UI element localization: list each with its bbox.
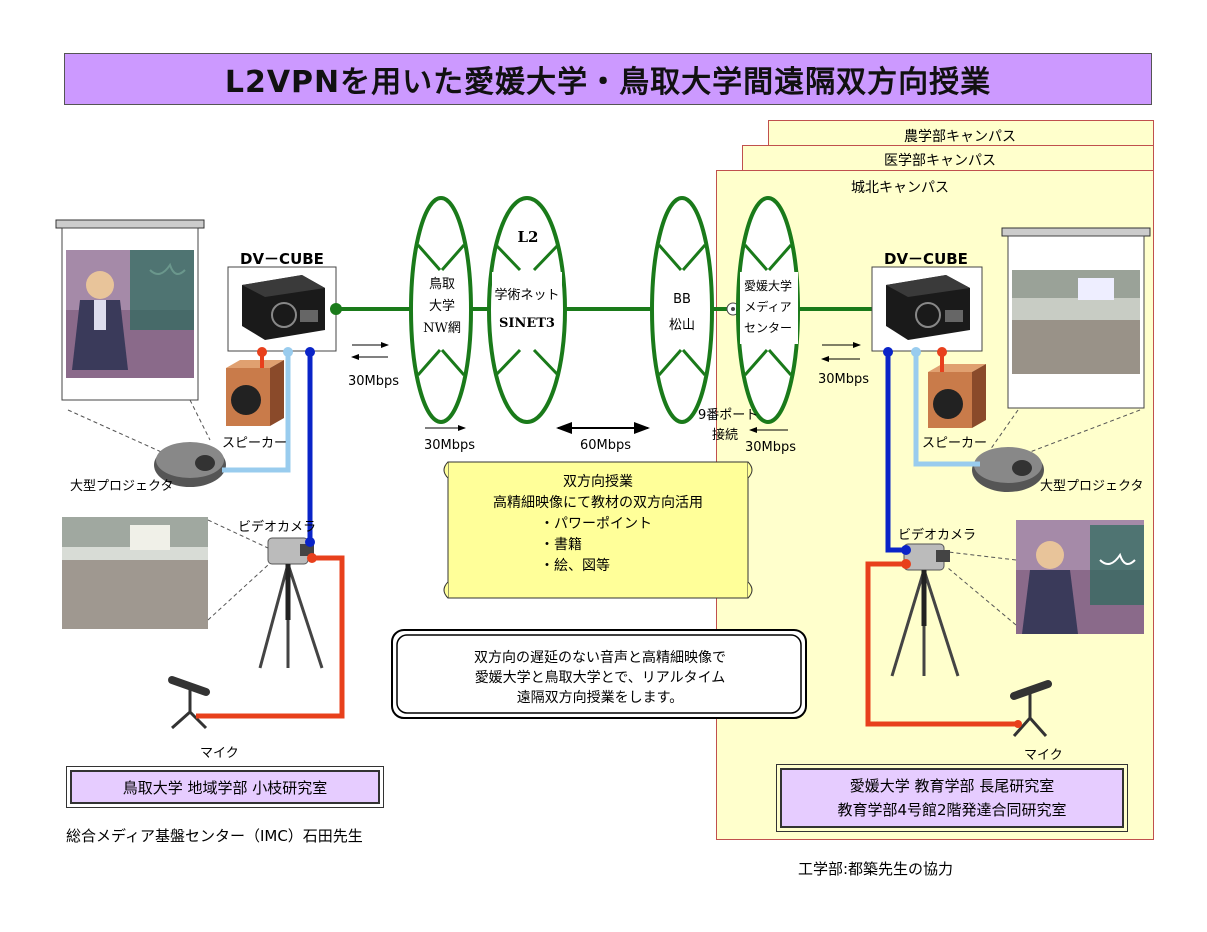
right-lab-line1: 愛媛大学 教育学部 長尾研究室 [849,777,1055,795]
bw-middle-label: 60Mbps [580,438,632,453]
sinet-label-line2: SINET3 [499,316,555,331]
tottori-nw-line1: 鳥取 [428,277,455,292]
right-speaker-device [928,364,986,428]
message-line1: 双方向の遅延のない音声と高精細映像で [474,650,726,666]
info-item: ・絵、図等 [540,558,610,574]
left-bandwidth-label: 30Mbps [348,374,400,389]
sinet-label-line1: 学術ネット [494,288,560,303]
info-subheading: 高精細映像にて教材の双方向活用 [493,495,703,511]
tottori-nw-label: 鳥取 大学 NW網 [420,274,464,340]
info-item: ・書籍 [540,537,582,553]
info-box-shape [443,461,753,599]
tottori-nw-line2: 大学 [428,299,455,314]
campus-label-johoku: 城北キャンパス [851,180,949,196]
left-mic-label: マイク [200,746,239,761]
right-microphone [1010,680,1052,737]
left-microphone [168,676,210,730]
message-line2: 愛媛大学と鳥取大学とで、リアルタイム [474,670,726,686]
campus-label-med: 医学部キャンパス [884,153,996,169]
l2-label: L2 [517,228,539,246]
bb-label-line1: BB [673,292,691,307]
info-box: 双方向授業 高精細映像にて教材の双方向活用 ・パワーポイント ・書籍 ・絵、図等 [452,472,744,577]
right-screen [1001,227,1151,409]
left-camera-tripod [258,537,324,669]
left-credit: 総合メディア基盤センター（IMC）石田先生 [66,827,363,845]
campus-label-agri: 農学部キャンパス [904,129,1016,145]
right-dvcube-label: DV－CUBE [884,250,968,268]
right-lecturer-photo [1016,520,1144,634]
right-speaker-label: スピーカー [922,436,988,451]
left-lab-label: 鳥取大学 地域学部 小枝研究室 [122,778,328,797]
right-credit: 工学部:都築先生の協力 [798,860,954,878]
left-projector-label: 大型プロジェクタ [70,479,174,494]
left-speaker-label: スピーカー [222,436,288,451]
left-lab-box: 鳥取大学 地域学部 小枝研究室 [66,766,384,808]
ehime-center-line1: 愛媛大学 [743,279,792,293]
bb-label-line2: 松山 [668,318,695,333]
ehime-center-line2: メディア [744,300,792,314]
left-dvcube-label: DV－CUBE [240,250,324,268]
info-item: ・パワーポイント [540,516,652,532]
port-label-line1: 9番ポート [698,408,759,423]
left-speaker-device [226,360,284,426]
left-screen [55,219,205,401]
left-projector-device [154,442,226,487]
message-box-inner [396,634,802,714]
right-camera-label: ビデオカメラ [898,528,977,543]
message-line3: 遠隔双方向授業をします。 [516,690,684,706]
info-heading: 双方向授業 [563,474,633,490]
right-lab-line2: 教育学部4号館2階発達合同研究室 [837,801,1067,819]
page-title: L2VPNを用いた愛媛大学・鳥取大学間遠隔双方向授業 [64,53,1152,105]
ehime-center-label: 愛媛大学 メディア センター [736,276,800,339]
right-bandwidth-label: 30Mbps [818,372,870,387]
left-audience-photo [62,517,208,629]
right-projector-label: 大型プロジェクタ [1040,479,1144,494]
right-lab-box: 愛媛大学 教育学部 長尾研究室 教育学部4号館2階発達合同研究室 [776,764,1128,832]
right-mic-label: マイク [1024,748,1063,763]
left-camera-label: ビデオカメラ [238,520,317,535]
right-camera-tripod [890,543,960,677]
port-label-line2: 接続 [712,428,739,443]
tottori-nw-line3: NW網 [423,321,461,336]
right-dvcube-device [886,275,970,340]
bw-right-bottom-label: 30Mbps [745,440,797,455]
message-text: 双方向の遅延のない音声と高精細映像で 愛媛大学と鳥取大学とで、リアルタイム 遠隔… [400,648,800,708]
ehime-center-line3: センター [743,321,792,335]
left-dvcube-device [242,275,325,340]
right-projector-device [972,447,1044,492]
bw-left-bottom-label: 30Mbps [424,438,476,453]
